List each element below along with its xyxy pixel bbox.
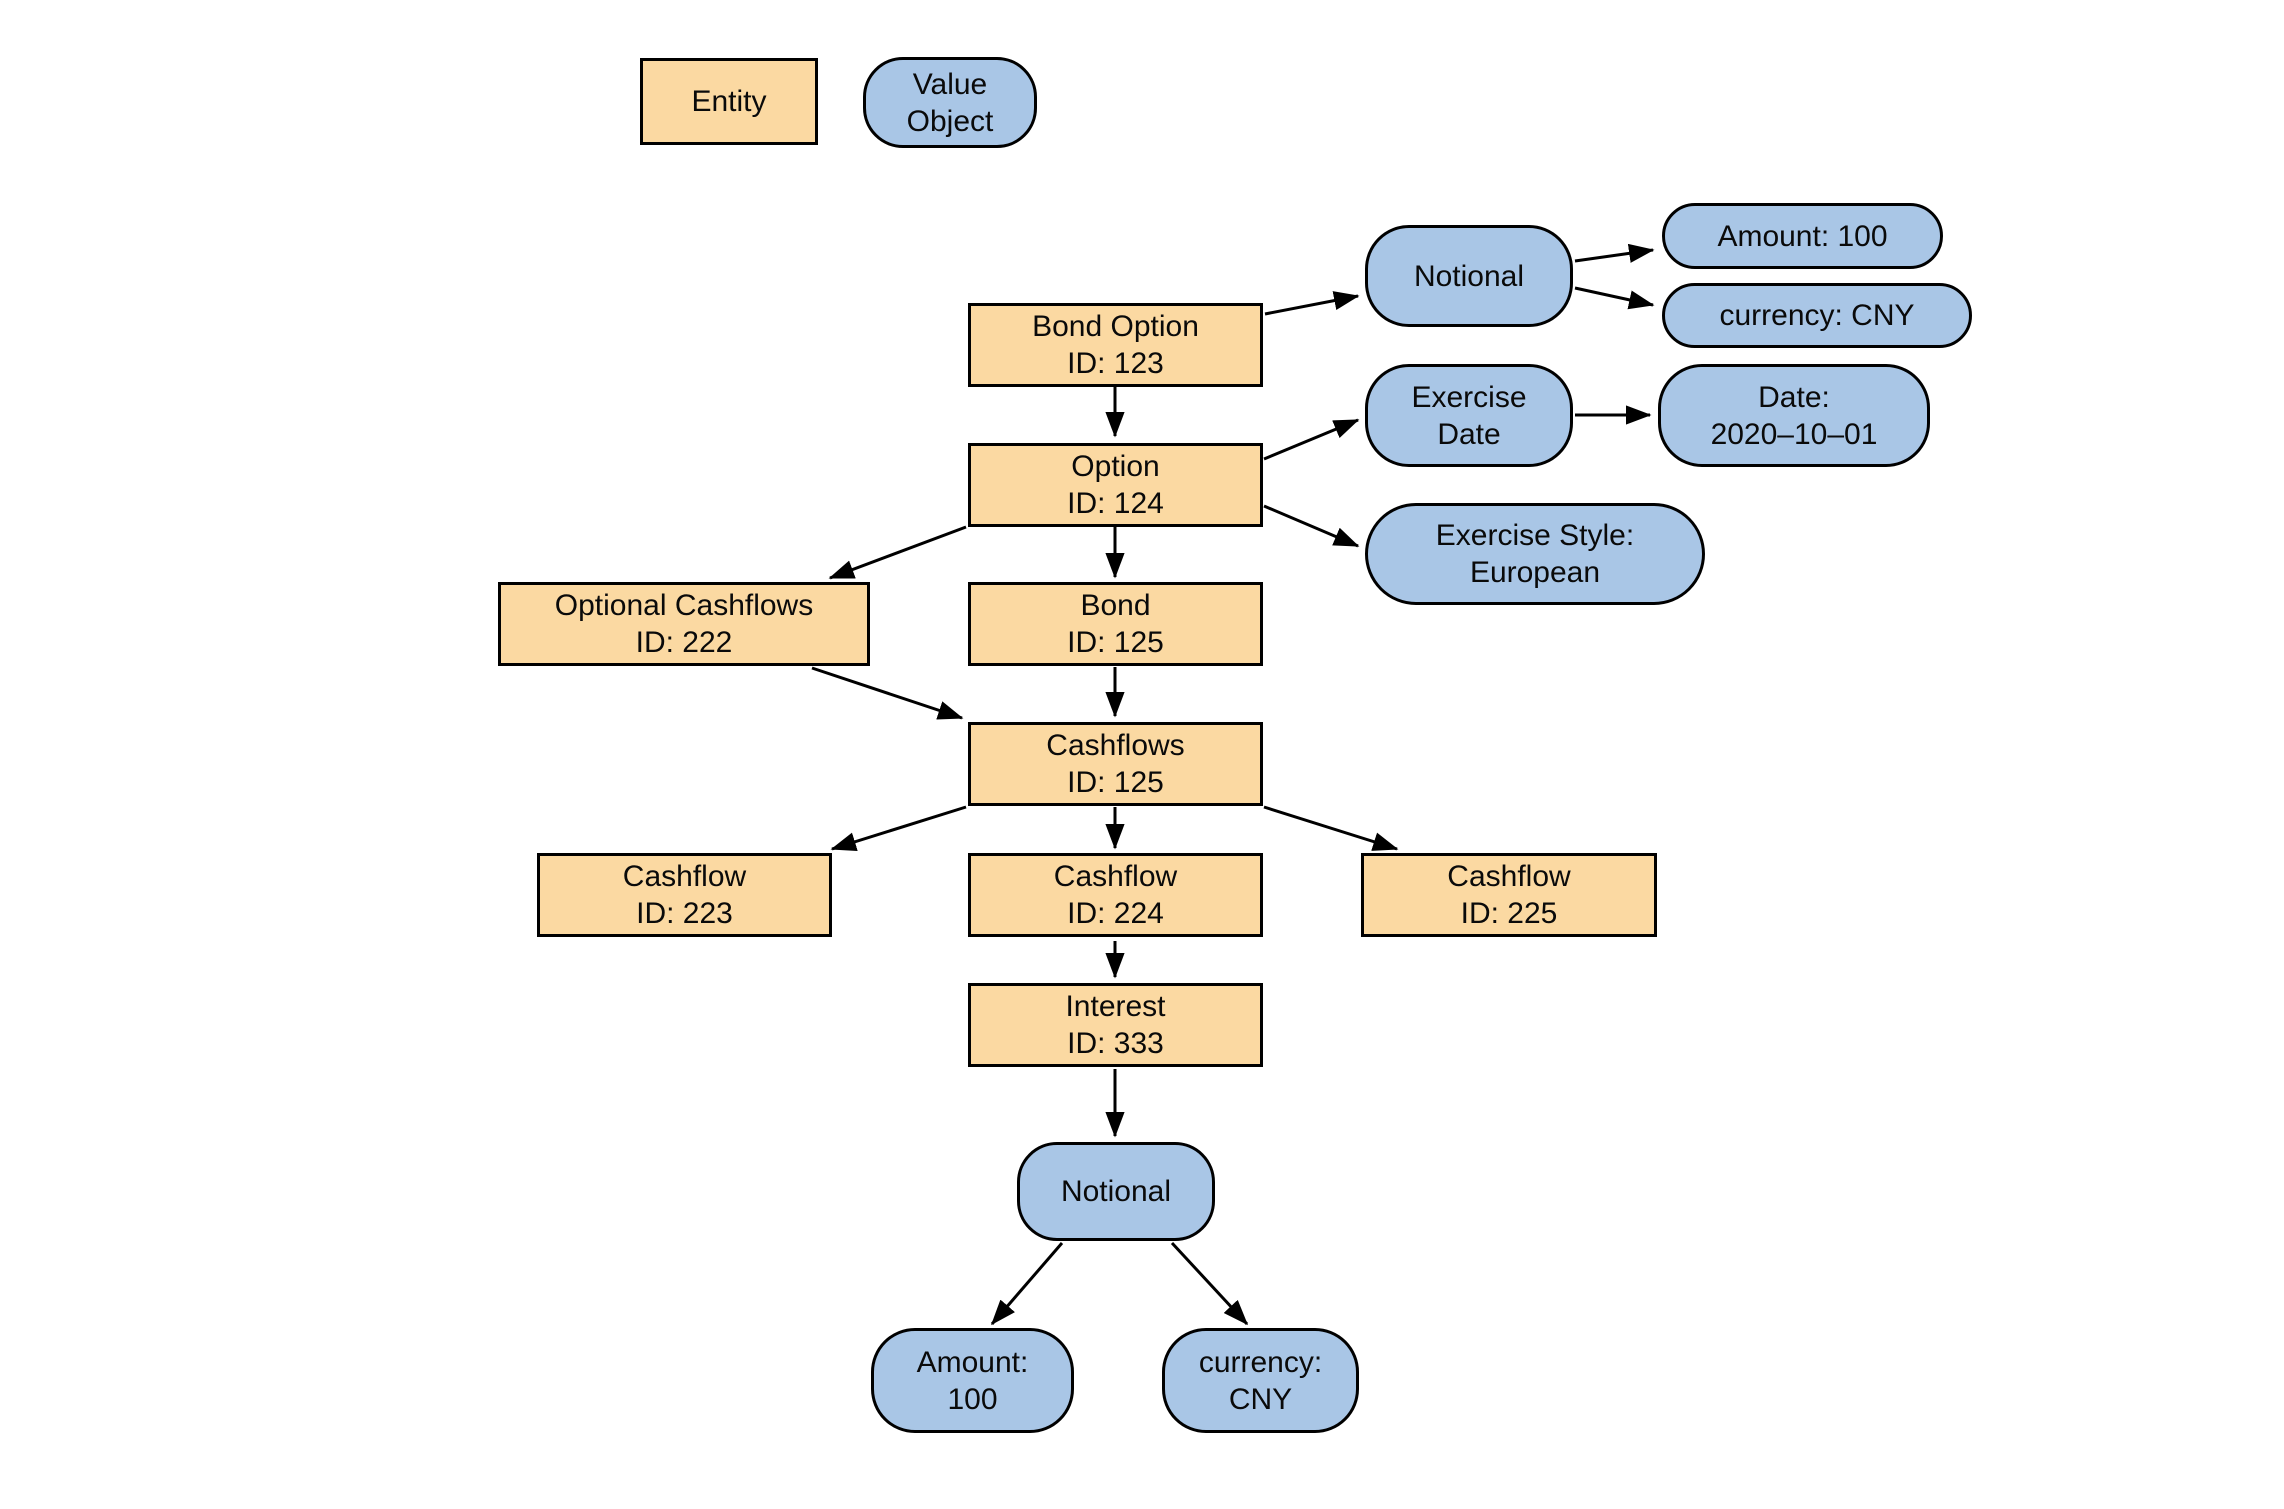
node-option: Option ID: 124 [968, 443, 1263, 527]
edge-cashflows-to-cashflow-225 [1263, 805, 1399, 851]
node-label-line1: Exercise [1411, 380, 1527, 414]
node-id: ID: 224 [1067, 897, 1164, 930]
edge-optional-cashflows-to-cashflows [811, 666, 964, 720]
node-bond: Bond ID: 125 [968, 582, 1263, 666]
node-exercise-date: Exercise Date [1365, 364, 1573, 467]
node-cashflow-223: Cashflow ID: 223 [537, 853, 832, 937]
node-amount-bottom: Amount: 100 [871, 1328, 1074, 1433]
node-label: Cashflows [1046, 729, 1185, 762]
node-cashflow-225: Cashflow ID: 225 [1361, 853, 1657, 937]
edge-notional-to-amount-bottom [990, 1242, 1064, 1326]
node-label: Cashflow [1053, 860, 1178, 893]
node-label: Notional [1413, 259, 1525, 293]
node-label: Interest [1065, 990, 1166, 1023]
node-label: Optional Cashflows [554, 589, 814, 622]
edge-notional-to-currency [1574, 286, 1655, 310]
edge-option-to-optional-cashflows [828, 525, 967, 580]
node-label: Bond Option [1032, 310, 1199, 343]
node-id: ID: 123 [1067, 347, 1164, 380]
node-currency-top: currency: CNY [1662, 283, 1972, 348]
edge-option-to-exercise-date [1263, 418, 1360, 461]
node-currency-bottom: currency: CNY [1162, 1328, 1359, 1433]
node-notional-top: Notional [1365, 225, 1573, 327]
edge-bond-option-to-notional [1264, 291, 1360, 316]
node-label-line2: CNY [1228, 1382, 1293, 1416]
legend-entity-label: Entity [691, 85, 767, 118]
node-id: ID: 125 [1067, 626, 1164, 659]
legend-value-object-label-line2: Object [906, 104, 994, 138]
node-amount-top: Amount: 100 [1662, 203, 1943, 269]
node-label-line1: currency: [1198, 1345, 1323, 1379]
node-label-line1: Date: [1758, 380, 1830, 414]
node-id: ID: 124 [1067, 487, 1164, 520]
node-id: ID: 333 [1067, 1027, 1164, 1060]
edge-notional-to-amount [1574, 243, 1655, 263]
node-cashflow-224: Cashflow ID: 224 [968, 853, 1263, 937]
node-label-line2: 100 [947, 1382, 998, 1416]
node-interest: Interest ID: 333 [968, 983, 1263, 1067]
node-date-value: Date: 2020–10–01 [1658, 364, 1930, 467]
node-id: ID: 222 [635, 626, 733, 659]
node-label-line2: 2020–10–01 [1710, 417, 1878, 451]
node-label: Cashflow [1447, 860, 1571, 893]
node-label: Notional [1060, 1175, 1172, 1208]
legend-entity: Entity [640, 58, 818, 145]
legend-value-object: Value Object [863, 57, 1037, 148]
node-label-line2: European [1469, 556, 1601, 589]
node-exercise-style: Exercise Style: European [1365, 503, 1705, 605]
node-label: Bond [1080, 589, 1151, 622]
node-id: ID: 125 [1067, 766, 1164, 799]
node-bond-option: Bond Option ID: 123 [968, 303, 1263, 387]
node-label: currency: CNY [1719, 299, 1915, 332]
node-label-line1: Amount: [916, 1345, 1029, 1379]
edge-notional-to-currency-bottom [1170, 1241, 1249, 1326]
node-label-line2: Date [1437, 417, 1501, 451]
node-label-line1: Exercise Style: [1435, 519, 1635, 552]
legend-value-object-label-line1: Value [912, 67, 988, 101]
edge-option-to-exercise-style [1263, 504, 1360, 548]
node-label: Cashflow [622, 860, 747, 893]
node-label: Option [1071, 450, 1160, 483]
edge-cashflows-to-cashflow-223 [830, 805, 967, 851]
node-optional-cashflows: Optional Cashflows ID: 222 [498, 582, 870, 666]
node-label: Amount: 100 [1717, 219, 1888, 253]
node-notional-bottom: Notional [1017, 1142, 1215, 1241]
node-id: ID: 223 [636, 897, 733, 930]
node-id: ID: 225 [1460, 897, 1558, 930]
node-cashflows: Cashflows ID: 125 [968, 722, 1263, 806]
